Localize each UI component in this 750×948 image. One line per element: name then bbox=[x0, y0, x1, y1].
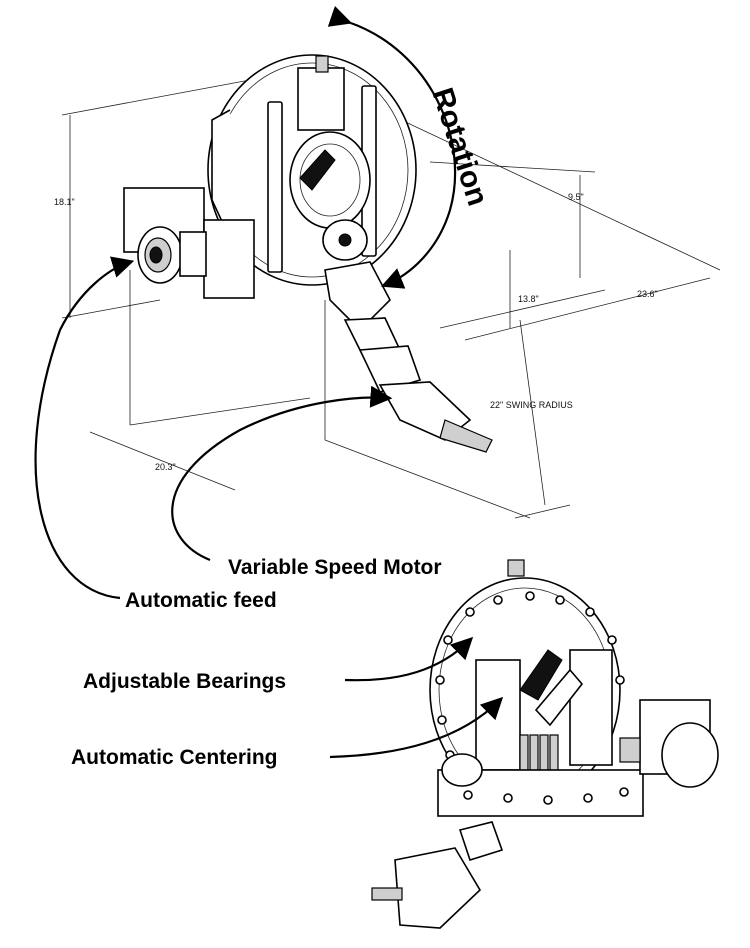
dim-offset: 9.5" bbox=[568, 192, 584, 202]
rotation-label: Rotation bbox=[425, 84, 494, 210]
label-automatic-feed: Automatic feed bbox=[125, 589, 277, 612]
callout-arrows bbox=[34, 256, 504, 759]
label-adjustable-bearings: Adjustable Bearings bbox=[83, 670, 286, 693]
dim-depth: 13.8" bbox=[518, 294, 539, 304]
dim-swing: 22" SWING RADIUS bbox=[490, 400, 573, 410]
centering-jaws bbox=[519, 734, 559, 778]
feed-motor bbox=[123, 187, 255, 299]
dim-base: 20.3" bbox=[155, 462, 176, 472]
bolt-ring bbox=[435, 591, 625, 760]
dim-height: 18.1" bbox=[54, 197, 75, 207]
torch-arm bbox=[324, 261, 493, 453]
dimension-lines bbox=[61, 79, 721, 519]
label-automatic-centering: Automatic Centering bbox=[71, 746, 278, 769]
label-variable-speed-motor: Variable Speed Motor bbox=[228, 556, 442, 579]
dim-width: 23.6" bbox=[637, 289, 658, 299]
upper-machine-drawing bbox=[61, 54, 721, 519]
lower-machine-drawing bbox=[371, 559, 719, 929]
